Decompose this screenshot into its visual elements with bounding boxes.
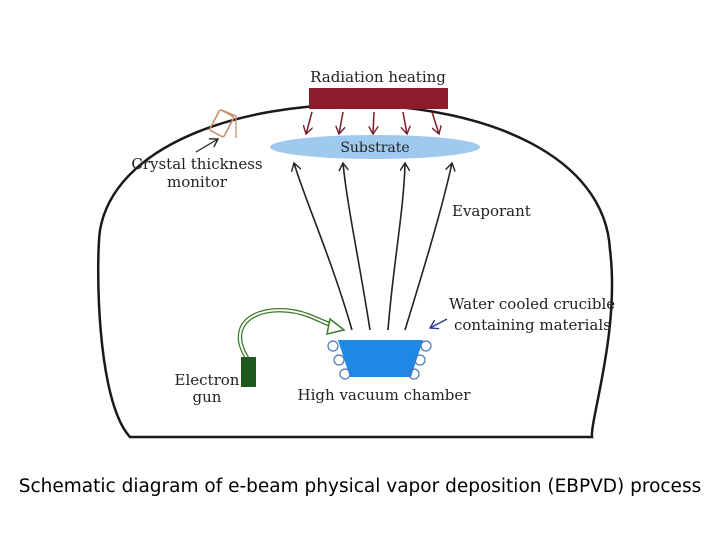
- electron-gun: [241, 357, 256, 387]
- evaporant-label: Evaporant: [452, 202, 531, 220]
- figure-caption: Schematic diagram of e-beam physical vap…: [18, 476, 702, 497]
- crystal-monitor-pointer: [195, 139, 218, 153]
- crystal-monitor-label-line1: Crystal thickness: [131, 155, 262, 173]
- heat-arrows: [306, 111, 439, 134]
- crucible-pointer: [430, 318, 448, 328]
- crucible: [327, 340, 432, 380]
- radiation-heater: [309, 88, 448, 109]
- chamber-label: High vacuum chamber: [298, 386, 472, 404]
- electron-gun-label-line2: gun: [193, 388, 222, 406]
- crystal-monitor-label-line2: monitor: [167, 173, 228, 191]
- substrate: [270, 135, 480, 159]
- radiation-heating-label: Radiation heating: [310, 68, 446, 86]
- crucible-label-line1: Water cooled crucible: [449, 295, 615, 313]
- evaporant-flux: [294, 163, 452, 331]
- substrate-label: Substrate: [340, 140, 409, 156]
- crystal-monitor-icon: [209, 109, 237, 138]
- crucible-label-line2: containing materials: [454, 316, 611, 334]
- electron-gun-label-line1: Electron: [175, 371, 240, 389]
- electron-beam-arrow: [237, 307, 346, 361]
